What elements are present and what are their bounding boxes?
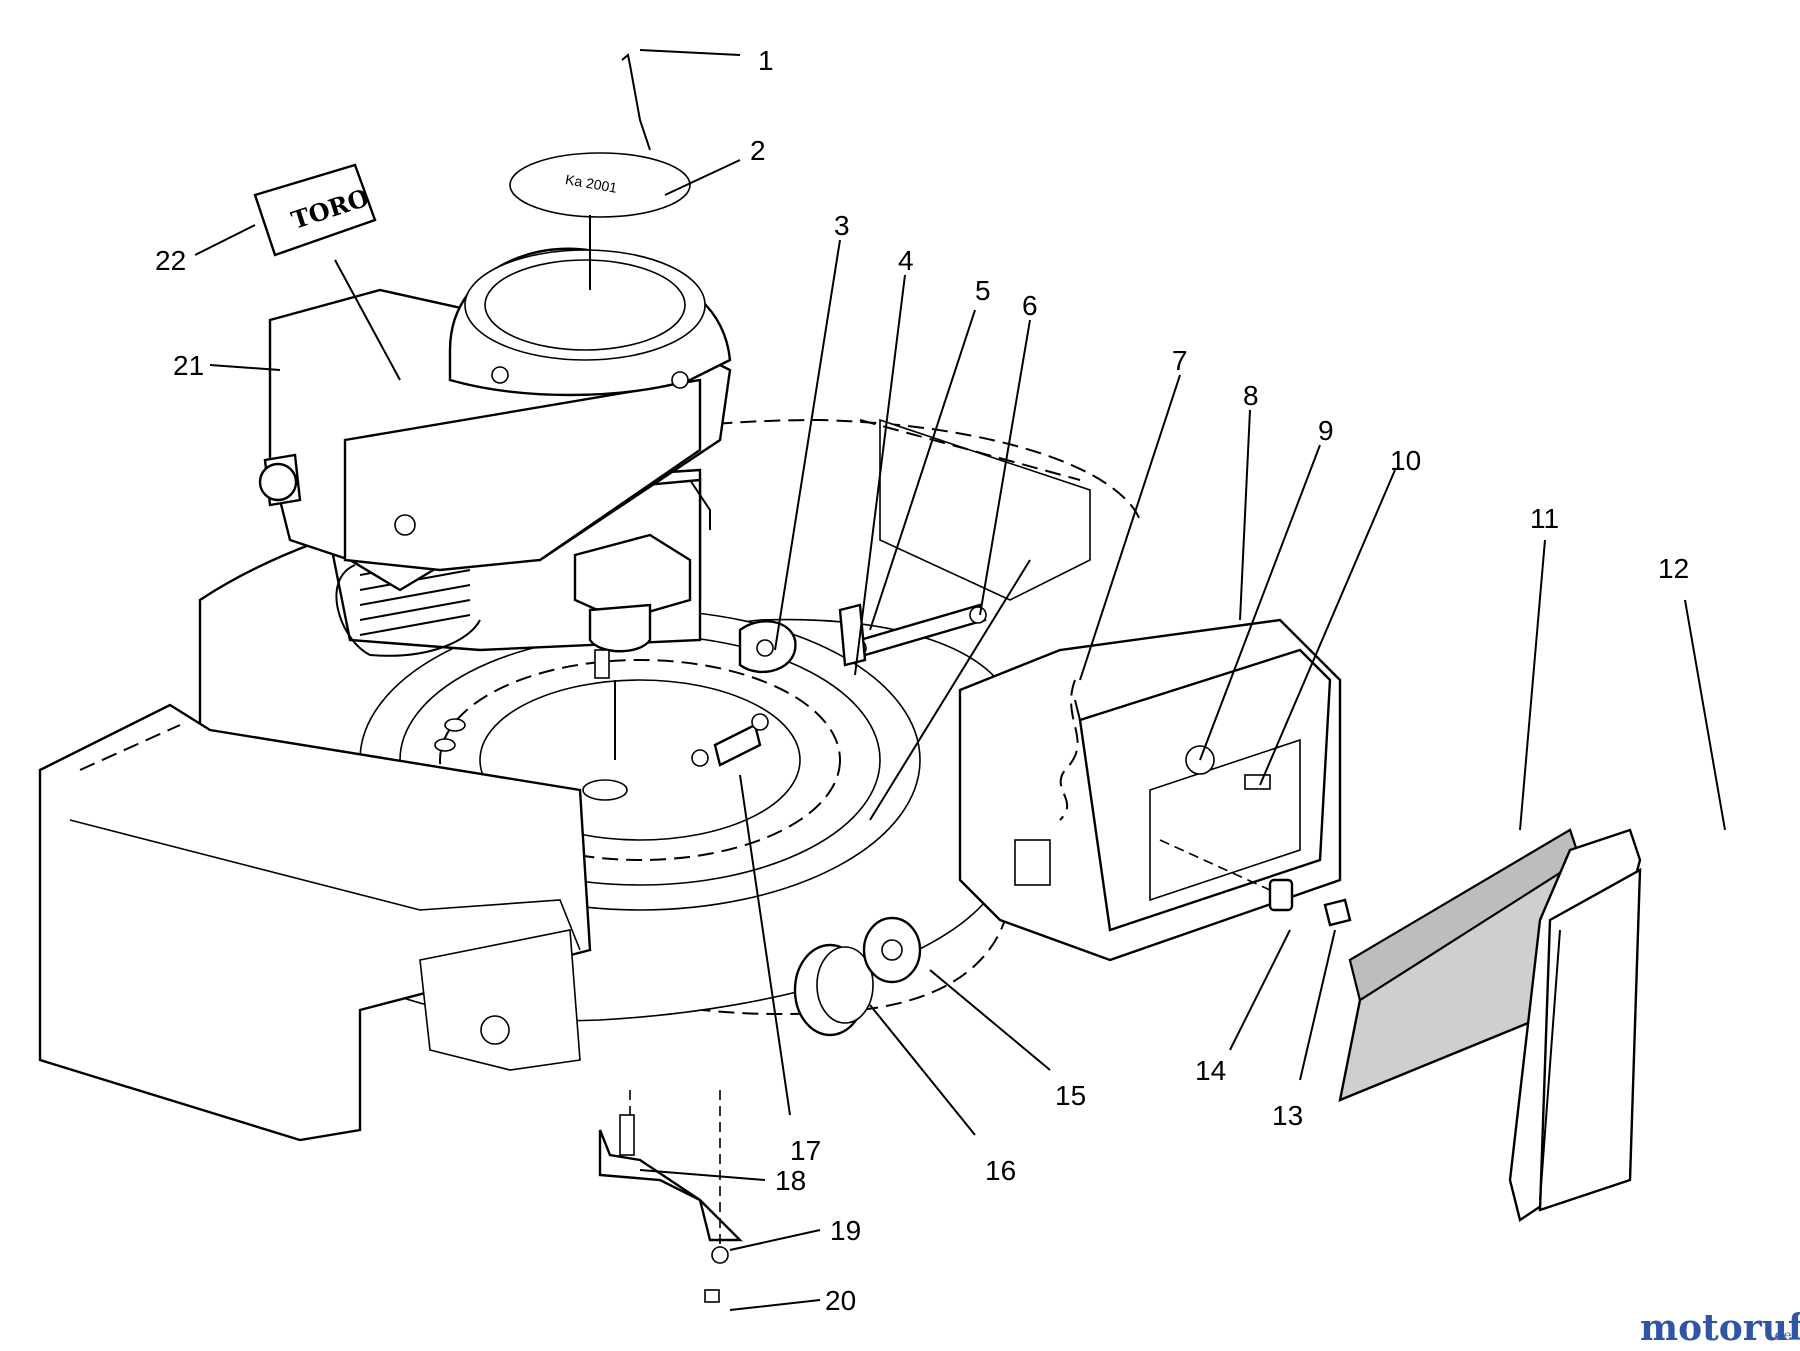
callout-12: 12 xyxy=(1658,553,1689,584)
callout-6: 6 xyxy=(1022,290,1038,321)
callout-11: 11 xyxy=(1530,503,1559,534)
callout-22: 22 xyxy=(155,245,186,276)
callout-17: 17 xyxy=(790,1135,821,1166)
watermark-logo: motoruf .de xyxy=(1640,1307,1800,1349)
fastener-hardware: Ka 2001 xyxy=(509,53,1352,1303)
callout-labels: 1 2 3 4 5 6 7 8 9 10 11 12 13 14 15 16 1… xyxy=(155,45,1689,1316)
callout-21: 21 xyxy=(173,350,204,381)
callout-20: 20 xyxy=(825,1285,856,1316)
air-cleaner-body xyxy=(958,618,1342,962)
callout-5: 5 xyxy=(975,275,991,306)
watermark-tld: .de xyxy=(1770,1328,1792,1344)
callout-3: 3 xyxy=(834,210,850,241)
callout-2: 2 xyxy=(750,135,766,166)
callout-13: 13 xyxy=(1272,1100,1303,1131)
callout-1: 1 xyxy=(758,45,774,76)
callout-7: 7 xyxy=(1172,345,1188,376)
watermark-name: motoruf xyxy=(1640,1307,1800,1349)
callout-15: 15 xyxy=(1055,1080,1086,1111)
air-cleaner-cover xyxy=(1508,828,1642,1222)
callout-10: 10 xyxy=(1390,445,1421,476)
leader-lines xyxy=(194,49,1726,1311)
callout-16: 16 xyxy=(985,1155,1016,1186)
engine xyxy=(258,247,732,760)
callout-8: 8 xyxy=(1243,380,1259,411)
callout-18: 18 xyxy=(775,1165,806,1196)
callout-19: 19 xyxy=(830,1215,861,1246)
air-filter-element xyxy=(1338,828,1582,1102)
callout-14: 14 xyxy=(1195,1055,1226,1086)
callout-9: 9 xyxy=(1318,415,1334,446)
toro-decal: TORO xyxy=(253,163,401,381)
callout-4: 4 xyxy=(898,245,914,276)
